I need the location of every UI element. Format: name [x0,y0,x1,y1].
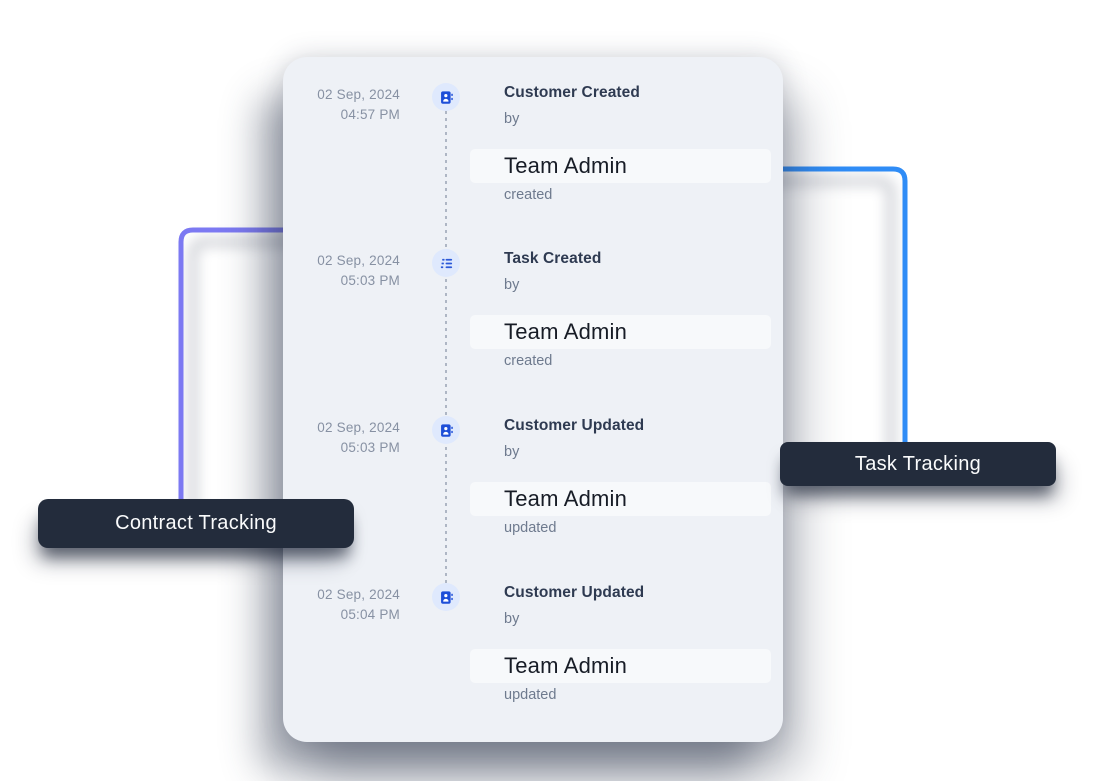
entry-content: Task Created by Team Admin created [470,250,771,370]
entry-by-label: by [504,277,520,293]
entry-date: 02 Sep, 2024 [317,253,400,268]
entry-actor: Team Admin [470,149,771,183]
contact-book-icon [432,416,460,444]
entry-title: Customer Updated [504,584,645,601]
timeline-entry: 02 Sep, 2024 05:04 PM Customer Updated b… [283,583,783,751]
contact-book-icon [432,583,460,611]
contract-tracking-label-text: Contract Tracking [115,512,277,534]
timeline-dashed-rail [445,97,447,597]
entry-date: 02 Sep, 2024 [317,87,400,102]
entry-title: Customer Created [504,84,640,101]
timeline-entry: 02 Sep, 2024 05:03 PM Customer Updated b… [283,416,783,584]
entry-action: created [504,187,553,203]
entry-timestamp: 02 Sep, 2024 05:03 PM [283,251,400,291]
entry-actor: Team Admin [470,315,771,349]
entry-content: Customer Updated by Team Admin updated [470,417,771,537]
entry-by-label: by [504,111,520,127]
entry-timestamp: 02 Sep, 2024 05:03 PM [283,418,400,458]
entry-title: Customer Updated [504,417,645,434]
task-list-icon [432,249,460,277]
entry-action: updated [504,520,557,536]
entry-content: Customer Updated by Team Admin updated [470,584,771,704]
contract-tracking-label: Contract Tracking [38,499,354,548]
task-tracking-label: Task Tracking [780,442,1056,486]
entry-time: 05:04 PM [340,607,400,622]
entry-time: 05:03 PM [340,273,400,288]
entry-by-label: by [504,444,520,460]
timeline-entry: 02 Sep, 2024 05:03 PM Task Created by Te… [283,249,783,417]
contact-book-icon [432,83,460,111]
entry-actor: Team Admin [470,649,771,683]
entry-action: created [504,353,553,369]
entry-date: 02 Sep, 2024 [317,420,400,435]
entry-action: updated [504,687,557,703]
entry-actor: Team Admin [470,482,771,516]
entry-timestamp: 02 Sep, 2024 05:04 PM [283,585,400,625]
entry-timestamp: 02 Sep, 2024 04:57 PM [283,85,400,125]
task-tracking-label-text: Task Tracking [854,452,982,475]
entry-time: 04:57 PM [340,107,400,122]
entry-time: 05:03 PM [340,440,400,455]
entry-title: Task Created [504,250,602,267]
entry-content: Customer Created by Team Admin created [470,84,771,204]
activity-timeline-card: 02 Sep, 2024 04:57 PM Customer Created b… [283,57,783,742]
entry-by-label: by [504,611,520,627]
timeline-entry: 02 Sep, 2024 04:57 PM Customer Created b… [283,83,783,251]
entry-date: 02 Sep, 2024 [317,587,400,602]
